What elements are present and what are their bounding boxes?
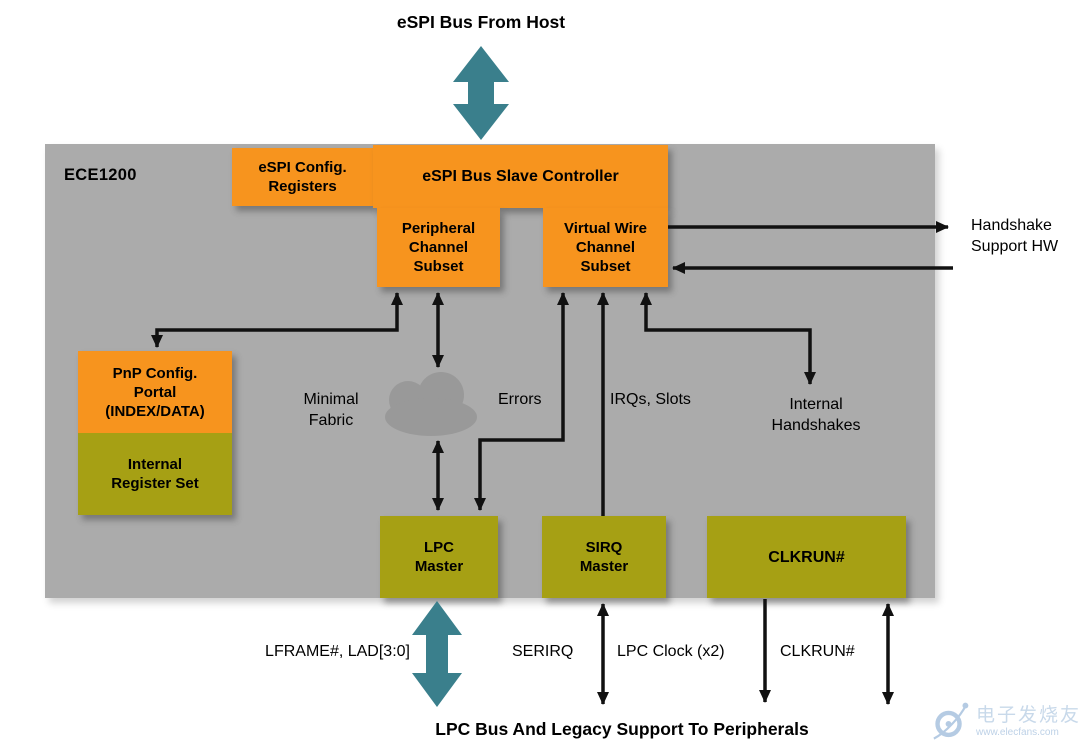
errors-label: Errors bbox=[498, 391, 542, 408]
block-internal-register-set: Internal Register Set bbox=[78, 433, 232, 515]
minimal-fabric-label: Minimal Fabric bbox=[303, 391, 359, 429]
bottom-title: LPC Bus And Legacy Support To Peripheral… bbox=[435, 719, 809, 739]
top-title: eSPI Bus From Host bbox=[396, 12, 566, 32]
internal-handshakes-label: Internal Handshakes bbox=[771, 396, 861, 434]
block-sirq-master-label: SIRQ Master bbox=[579, 539, 629, 575]
block-clkrun: CLKRUN# bbox=[707, 516, 906, 598]
clkrun-signal-label: CLKRUN# bbox=[780, 643, 855, 660]
block-pnp-config-portal-label: PnP Config. Portal (INDEX/DATA) bbox=[105, 364, 205, 420]
block-espi-config-registers: eSPI Config. Registers bbox=[232, 148, 373, 206]
block-pnp-stack: PnP Config. Portal (INDEX/DATA) Internal… bbox=[78, 351, 232, 515]
watermark: 电子发烧友 www.elecfans.com bbox=[928, 692, 1088, 750]
irqs-slots-label: IRQs, Slots bbox=[610, 391, 691, 408]
handshake-support-hw-label: Handshake Support HW bbox=[971, 217, 1059, 255]
block-lpc-master: LPC Master bbox=[380, 516, 498, 598]
block-espi-config-registers-label: eSPI Config. Registers bbox=[258, 159, 347, 195]
serirq-label: SERIRQ bbox=[512, 643, 574, 660]
elecfans-logo-icon bbox=[933, 702, 969, 740]
block-espi-bus-slave-controller: eSPI Bus Slave Controller bbox=[373, 145, 668, 208]
lpc-clock-label: LPC Clock (x2) bbox=[617, 643, 725, 660]
block-sirq-master: SIRQ Master bbox=[542, 516, 666, 598]
block-pnp-config-portal: PnP Config. Portal (INDEX/DATA) bbox=[78, 351, 232, 433]
block-virtual-wire-channel-subset-label: Virtual Wire Channel Subset bbox=[564, 220, 647, 275]
block-espi-bus-slave-controller-label: eSPI Bus Slave Controller bbox=[422, 168, 619, 185]
chip-label: ECE1200 bbox=[64, 166, 137, 184]
block-peripheral-channel-subset-label: Peripheral Channel Subset bbox=[401, 220, 476, 275]
block-virtual-wire-channel-subset: Virtual Wire Channel Subset bbox=[543, 208, 668, 287]
lpc-bus-double-arrow bbox=[412, 601, 462, 707]
lframe-lad-label: LFRAME#, LAD[3:0] bbox=[265, 643, 410, 660]
block-peripheral-channel-subset: Peripheral Channel Subset bbox=[377, 208, 500, 287]
watermark-brand: 电子发烧友 bbox=[976, 704, 1082, 726]
espi-bus-double-arrow bbox=[453, 46, 509, 140]
block-clkrun-label: CLKRUN# bbox=[768, 548, 845, 566]
block-internal-register-set-label: Internal Register Set bbox=[111, 456, 199, 492]
watermark-text: 电子发烧友 www.elecfans.com bbox=[976, 705, 1081, 738]
watermark-url: www.elecfans.com bbox=[976, 726, 1059, 738]
block-lpc-master-label: LPC Master bbox=[414, 539, 464, 575]
